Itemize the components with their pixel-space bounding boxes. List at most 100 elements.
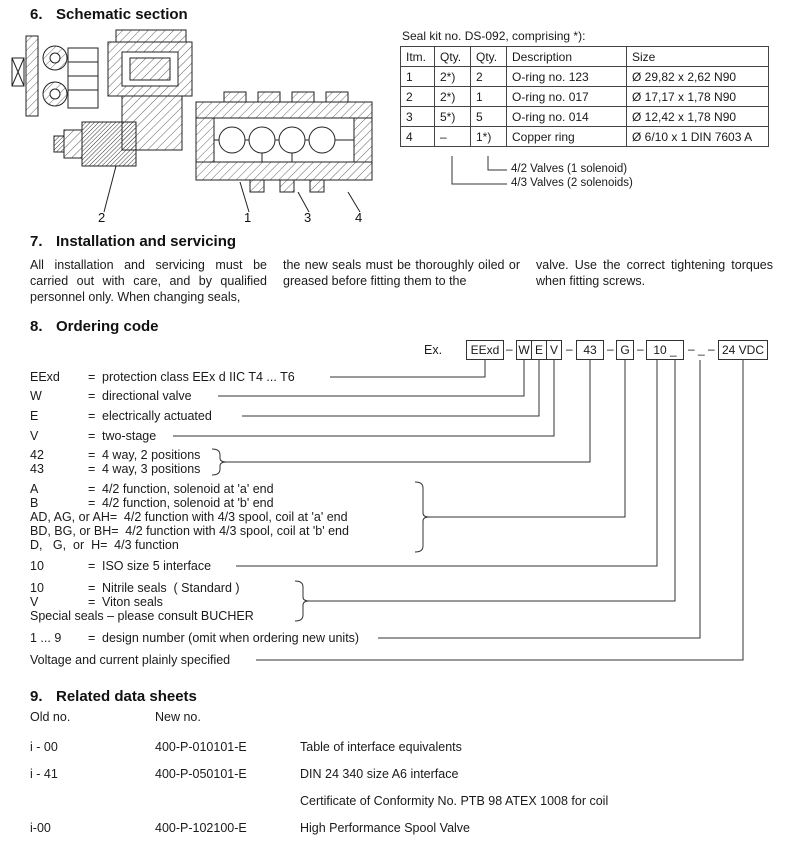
legend-code: A xyxy=(30,482,39,496)
legend-equals: = xyxy=(109,510,118,524)
code-box-actuation: E xyxy=(531,340,547,360)
legend-desc: electrically actuated xyxy=(102,409,212,423)
ordering-dash: – xyxy=(607,342,614,356)
legend-desc: two-stage xyxy=(102,429,157,443)
legend-row-viton: V=Viton seals xyxy=(30,594,163,610)
legend-desc: 4/3 function xyxy=(114,538,179,552)
cell-size: Ø 17,17 x 1,78 N90 xyxy=(626,86,769,107)
legend-row-special-seals: Special seals – please consult BUCHER xyxy=(30,608,268,624)
related-new-no: 400-P-010101-E xyxy=(155,740,247,754)
legend-code: D, G, or H xyxy=(30,538,101,552)
code-box-ways: 43 xyxy=(576,340,604,360)
cell-qty2: 2 xyxy=(470,66,507,87)
header-description: Description xyxy=(506,46,627,67)
cell-itm: 1 xyxy=(400,66,435,87)
callout-43-valves: 4/3 Valves (2 solenoids) xyxy=(511,177,633,189)
related-old-no: i - 00 xyxy=(30,740,58,754)
legend-equals: = xyxy=(88,389,96,403)
legend-row-43: 43=4 way, 3 positions xyxy=(30,461,200,477)
legend-code: Special seals – please consult BUCHER xyxy=(30,609,254,623)
related-col-new: New no. xyxy=(155,710,201,724)
cell-qty1: 2*) xyxy=(434,66,471,87)
code-box-stage: V xyxy=(546,340,562,360)
legend-equals: = xyxy=(88,462,96,476)
table-row: 2 2*) 1 O-ring no. 017 Ø 17,17 x 1,78 N9… xyxy=(400,86,769,107)
section-title: Ordering code xyxy=(56,318,159,335)
legend-desc: 4 way, 3 positions xyxy=(102,462,201,476)
legend-equals: = xyxy=(88,448,96,462)
legend-row-design-number: 1 ... 9=design number (omit when orderin… xyxy=(30,630,359,646)
legend-code: 10 xyxy=(30,559,44,573)
legend-desc: directional valve xyxy=(102,389,192,403)
legend-desc: Nitrile seals ( Standard ) xyxy=(102,581,240,595)
legend-desc: protection class EEx d IIC T4 ... T6 xyxy=(102,370,295,384)
legend-equals: = xyxy=(88,595,96,609)
cell-itm: 4 xyxy=(400,126,435,147)
cell-qty1: – xyxy=(434,126,471,147)
cell-qty2: 5 xyxy=(470,106,507,127)
legend-row-voltage: Voltage and current plainly specified xyxy=(30,652,244,668)
legend-code: 42 xyxy=(30,448,44,462)
section-number: 6. xyxy=(30,6,43,23)
related-new-no: 400-P-050101-E xyxy=(155,767,247,781)
section-number: 8. xyxy=(30,318,43,335)
cell-size: Ø 12,42 x 1,78 N90 xyxy=(626,106,769,127)
related-col-old: Old no. xyxy=(30,710,71,724)
code-design-slot: – _ – xyxy=(688,342,715,356)
cell-desc: O-ring no. 014 xyxy=(506,106,627,127)
legend-code: V xyxy=(30,429,39,443)
cell-qty2: 1 xyxy=(470,86,507,107)
legend-equals: = xyxy=(88,559,96,573)
cell-qty1: 5*) xyxy=(434,106,471,127)
cell-qty1: 2*) xyxy=(434,86,471,107)
legend-row-protection: EExd=protection class EEx d IIC T4 ... T… xyxy=(30,369,295,385)
legend-equals: = xyxy=(88,581,96,595)
legend-desc: 4/2 function, solenoid at 'a' end xyxy=(102,482,274,496)
code-box-function: G xyxy=(616,340,634,360)
table-row: 1 2*) 2 O-ring no. 123 Ø 29,82 x 2,62 N9… xyxy=(400,66,769,87)
section-title: Installation and servicing xyxy=(56,233,237,250)
cell-desc: Copper ring xyxy=(506,126,627,147)
ordering-dash: – xyxy=(566,342,573,356)
ordering-example-label: Ex. xyxy=(424,343,443,357)
legend-equals xyxy=(254,608,268,624)
schematic-label: 2 xyxy=(98,210,105,224)
schematic-label: 4 xyxy=(355,210,362,224)
code-box-valve: W xyxy=(516,340,532,360)
related-desc: High Performance Spool Valve xyxy=(300,821,470,835)
related-desc: Table of interface equivalents xyxy=(300,740,462,754)
legend-equals: = xyxy=(88,370,96,384)
section-number: 7. xyxy=(30,233,43,250)
header-qty2: Qty. xyxy=(470,46,507,67)
section-8-heading: 8. Ordering code xyxy=(30,318,159,335)
legend-row-actuation: E=electrically actuated xyxy=(30,408,212,424)
section-7-heading: 7. Installation and servicing xyxy=(30,233,236,250)
legend-equals: = xyxy=(100,538,108,552)
legend-equals: = xyxy=(88,429,96,443)
code-box-voltage: 24 VDC xyxy=(718,340,768,360)
cell-desc: O-ring no. 017 xyxy=(506,86,627,107)
cell-itm: 2 xyxy=(400,86,435,107)
ordering-dash: – xyxy=(637,342,644,356)
legend-row-ad: AD, AG, or AH=4/2 function with 4/3 spoo… xyxy=(30,509,348,525)
legend-code: Voltage and current plainly specified xyxy=(30,653,231,667)
section-number: 9. xyxy=(30,688,43,705)
valve-schematic-drawing: 2 1 3 4 xyxy=(11,29,373,224)
legend-code: W xyxy=(30,389,42,403)
legend-code: B xyxy=(30,496,39,510)
table-row: 4 – 1*) Copper ring Ø 6/10 x 1 DIN 7603 … xyxy=(400,126,769,147)
cell-size: Ø 29,82 x 2,62 N90 xyxy=(626,66,769,87)
callout-42-valves: 4/2 Valves (1 solenoid) xyxy=(511,163,628,175)
legend-equals: = xyxy=(111,524,119,538)
legend-code: E xyxy=(30,409,39,423)
cell-itm: 3 xyxy=(400,106,435,127)
legend-desc: 4/2 function with 4/3 spool, coil at 'a'… xyxy=(123,510,348,524)
legend-row-b: B=4/2 function, solenoid at 'b' end xyxy=(30,495,274,511)
code-box-protection: EExd xyxy=(466,340,504,360)
legend-code: 1 ... 9 xyxy=(30,631,62,645)
section-9-heading: 9.Related data sheets xyxy=(30,688,197,705)
schematic-label: 3 xyxy=(304,210,311,224)
header-size: Size xyxy=(626,46,769,67)
legend-desc: design number (omit when ordering new un… xyxy=(102,631,360,645)
